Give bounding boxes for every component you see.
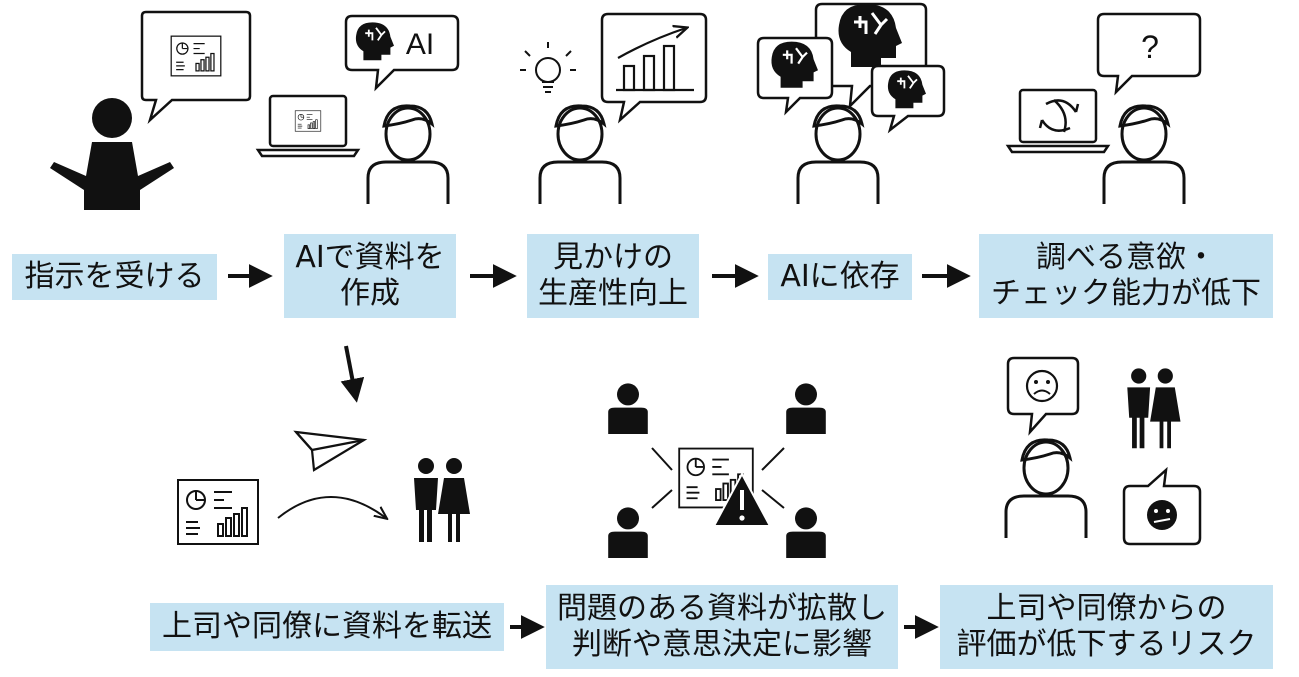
step-ability-decline: 調べる意欲・ チェック能力が低下 — [979, 234, 1273, 318]
step-forward-materials: 上司や同僚に資料を転送 — [150, 603, 504, 651]
confused-person-icon — [1102, 104, 1186, 206]
ai-speech-bubble-icon — [344, 14, 460, 92]
person-top-right-icon — [786, 383, 826, 434]
person-top-left-icon — [608, 383, 648, 434]
thinking-person-icon — [538, 104, 622, 206]
sad-face-bubble-icon — [1006, 356, 1080, 436]
step-receive-instruction: 指示を受ける — [12, 254, 217, 300]
shrugging-person-icon — [50, 98, 174, 210]
ai-dependent-person-icon — [796, 104, 880, 206]
ai-bubble-label: AI — [406, 28, 434, 61]
person-bottom-left-icon — [608, 507, 648, 558]
question-mark-text: ? — [1141, 29, 1159, 65]
person-bottom-right-icon — [786, 507, 826, 558]
person-at-laptop-icon — [366, 104, 450, 206]
question-bubble-icon — [1096, 12, 1202, 96]
growth-chart-bubble-icon — [600, 12, 708, 124]
evaluated-person-icon — [1004, 438, 1088, 540]
colleagues-couple-right-icon — [1127, 368, 1181, 449]
lightbulb-icon — [520, 42, 576, 93]
report-document-icon — [177, 479, 259, 545]
spread-connectors — [651, 447, 785, 509]
laptop-icon — [255, 94, 361, 158]
send-curve-arrow — [277, 496, 386, 518]
worried-face-bubble-icon — [1122, 466, 1202, 546]
step-evaluation-risk: 上司や同僚からの 評価が低下するリスク — [940, 585, 1273, 669]
report-speech-bubble-icon — [140, 10, 252, 124]
step-apparent-productivity: 見かけの 生産性向上 — [527, 234, 699, 318]
paper-plane-icon — [293, 430, 368, 472]
step-create-with-ai: AIで資料を 作成 — [284, 234, 456, 318]
laptop-refresh-icon — [1005, 88, 1111, 154]
step-problem-spreads: 問題のある資料が拡散し 判断や意思決定に影響 — [546, 585, 898, 669]
step-ai-dependence: AIに依存 — [768, 254, 912, 300]
ai-bubbles-cluster-icon — [756, 2, 946, 134]
arrow-down-to-forward — [340, 345, 365, 403]
colleagues-couple-icon — [414, 458, 470, 542]
problem-document-icon — [678, 447, 772, 527]
